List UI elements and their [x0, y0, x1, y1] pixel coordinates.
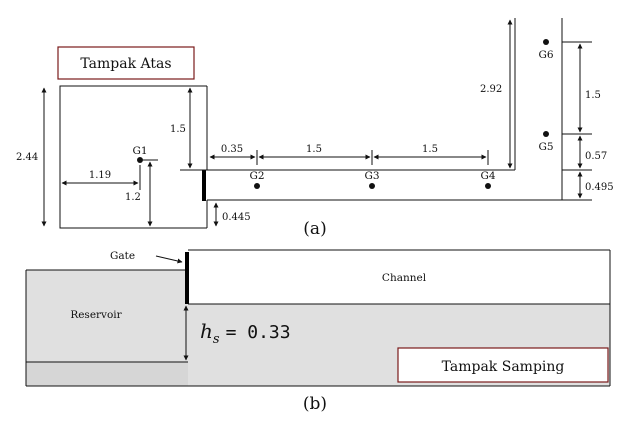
gauge-g4-label: G4 — [480, 170, 495, 182]
dim-seg-1-label: 0.35 — [221, 144, 243, 155]
top-view: Tampak Atas G1 G2 G3 G4 G5 G6 2.44 1.5 — [16, 18, 614, 239]
top-view-title: Tampak Atas — [80, 56, 171, 72]
reservoir-water — [26, 270, 188, 362]
gate-label: Gate — [110, 250, 135, 262]
dim-vertical-arm-label: 2.92 — [480, 84, 502, 95]
channel-label: Channel — [382, 272, 427, 284]
hs-value: = 0.33 — [226, 322, 291, 343]
hs-subscript: s — [213, 332, 220, 347]
side-view: Gate Channel Reservoir hs = 0.33 Tampak S… — [25, 249, 611, 414]
gauge-g1-label: G1 — [132, 145, 147, 157]
dim-reservoir-upper-label: 1.5 — [170, 124, 186, 135]
bottom-floor — [26, 362, 188, 386]
gauge-g3-dot — [369, 183, 375, 189]
gauge-g2-dot — [254, 183, 260, 189]
dim-g1-y-label: 1.2 — [125, 192, 141, 203]
gauge-g3-label: G3 — [364, 170, 379, 182]
hs-label: hs = 0.33 — [200, 319, 291, 347]
top-view-caption: (a) — [303, 219, 326, 239]
side-view-caption: (b) — [303, 394, 327, 414]
dim-right-lower-label: 0.495 — [585, 182, 614, 193]
gauge-g2-label: G2 — [249, 170, 264, 182]
dim-seg-3-label: 1.5 — [422, 144, 438, 155]
gauge-g1-dot — [137, 157, 143, 163]
side-view-title-box — [397, 347, 609, 383]
top-view-title-box — [57, 46, 195, 80]
gate-pointer-line — [155, 255, 183, 264]
dim-right-mid-label: 0.57 — [585, 151, 607, 162]
reservoir-label: Reservoir — [70, 309, 122, 321]
gauge-g6-dot — [543, 39, 549, 45]
dim-right-upper-label: 1.5 — [585, 90, 601, 101]
reservoir-outline — [59, 85, 207, 229]
gauge-g5-dot — [543, 131, 549, 137]
gauge-g5-label: G5 — [538, 141, 553, 153]
hs-symbol: h — [200, 319, 213, 343]
gauge-g6-label: G6 — [538, 49, 553, 61]
dim-seg-2-label: 1.5 — [306, 144, 322, 155]
side-view-title: Tampak Samping — [442, 359, 565, 375]
dim-g1-x-label: 1.19 — [89, 170, 111, 181]
gauge-g4-dot — [485, 183, 491, 189]
dim-gate-offset-label: 0.445 — [222, 212, 251, 223]
dim-reservoir-height-label: 2.44 — [16, 152, 38, 163]
